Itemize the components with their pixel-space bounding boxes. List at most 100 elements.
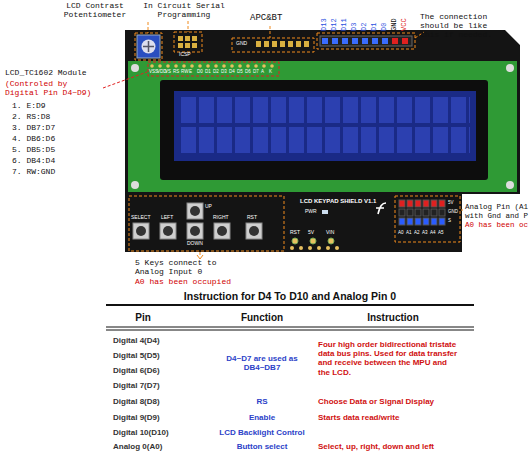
pin xyxy=(292,238,298,244)
tact-switch xyxy=(246,223,262,239)
pin xyxy=(280,41,285,47)
table-cell: Enable xyxy=(212,413,312,422)
pin xyxy=(185,43,190,48)
pad xyxy=(222,64,226,68)
lcd-header-pads xyxy=(150,64,274,68)
annotation: 4. DB6:D6 xyxy=(12,134,55,143)
pin xyxy=(288,41,293,47)
pin-label: A2 xyxy=(414,230,420,235)
pin-label: E xyxy=(189,69,192,74)
pad xyxy=(238,64,242,68)
pin-label: VSS xyxy=(149,69,158,74)
pin-label: K xyxy=(269,69,272,74)
pin-label: D0 xyxy=(380,23,388,31)
table-cell: LCD Backlight Control xyxy=(212,428,312,437)
table-cell: Analog 0(A0) xyxy=(113,442,162,451)
annotation: APC&BT xyxy=(250,13,282,23)
annotation: A0 has been occupied xyxy=(135,277,231,286)
pad xyxy=(198,64,202,68)
table-title: Instruction for D4 To D10 and Analog Pin… xyxy=(100,290,480,302)
annotation: 1. E:D9 xyxy=(12,101,46,110)
pad xyxy=(158,64,162,68)
annotation: 5 Keys connect to Analog Input 0 xyxy=(135,258,225,276)
header-pin xyxy=(399,209,405,216)
pin xyxy=(317,246,321,250)
pin-label: ICSP xyxy=(179,52,191,58)
table-cell: Choose Data or Signal Display xyxy=(318,397,434,406)
pin-label: A5 xyxy=(438,230,444,235)
table-rules xyxy=(106,305,474,330)
annotation: 2. RS:D8 xyxy=(12,112,50,121)
pin-label: D7 xyxy=(253,69,259,74)
pin xyxy=(264,41,269,47)
annotation: LCD_TC1602 Module xyxy=(5,68,87,77)
pin-label: GND xyxy=(390,18,398,31)
pin xyxy=(310,238,316,244)
power-header xyxy=(290,238,339,250)
pin xyxy=(192,36,197,41)
pin-label: D2 xyxy=(360,23,368,31)
table-cell: Digital 5(D5) xyxy=(113,351,160,360)
pin-label: D2 xyxy=(213,69,219,74)
switch-cap xyxy=(190,206,200,216)
annotation: 7. RW:GND xyxy=(12,167,55,176)
annotation: 5. DB5:D5 xyxy=(12,145,55,154)
header-pin xyxy=(415,209,421,216)
pin-label: DOWN xyxy=(187,241,203,247)
pin-label: D1 xyxy=(370,23,378,31)
table-cell: Digital 7(D7) xyxy=(113,381,160,390)
pin xyxy=(272,41,277,47)
table-cell: RS xyxy=(212,397,312,406)
pin-label: LEFT xyxy=(161,215,173,221)
pin-label: 5V xyxy=(308,230,314,236)
header-pin xyxy=(431,200,437,207)
pin-label: D0 xyxy=(197,69,203,74)
header-pin xyxy=(431,209,437,216)
pin xyxy=(372,38,378,44)
pin-label: A xyxy=(261,69,264,74)
lcd-screen xyxy=(174,91,476,161)
lcd-frame xyxy=(160,80,488,180)
annotation: 6. DB4:D4 xyxy=(12,156,55,165)
table-cell: Select, up, right, down and left xyxy=(318,442,434,451)
potentiometer xyxy=(137,35,160,58)
pin xyxy=(185,36,190,41)
tact-switch xyxy=(160,223,176,239)
header-pin xyxy=(407,209,413,216)
tact-switch xyxy=(187,203,203,219)
pad xyxy=(190,64,194,68)
pin xyxy=(402,38,408,44)
table-cell: Pin xyxy=(108,312,178,324)
header-pin xyxy=(423,218,429,225)
pin-label: D5 xyxy=(237,69,243,74)
pin-label: A1 xyxy=(406,230,412,235)
annotation: (Controled by Digital Pin D4~D9) xyxy=(5,79,105,97)
apc-header xyxy=(256,41,309,47)
table-cell: Digital 4(D4) xyxy=(113,336,160,345)
switch-cap xyxy=(136,226,146,236)
header-pin xyxy=(431,218,437,225)
pin-label: UP xyxy=(205,204,212,210)
tact-switch xyxy=(187,223,203,239)
pin xyxy=(308,246,312,250)
annotation: A0 has been oc xyxy=(464,221,529,230)
header-pin xyxy=(407,200,413,207)
pad xyxy=(214,64,218,68)
pin-label: D13 xyxy=(320,18,328,31)
tact-switch xyxy=(214,223,230,239)
pin xyxy=(192,43,197,48)
pin xyxy=(352,38,358,44)
pad xyxy=(254,64,258,68)
annotation: The connection should be like this if ne… xyxy=(420,12,504,40)
table-cell: Digital 10(D10) xyxy=(113,428,169,437)
dfrobot-logo xyxy=(376,203,386,214)
header-pin xyxy=(407,218,413,225)
header-pin xyxy=(423,200,429,207)
annotation: with Gnd and P xyxy=(464,212,529,221)
table-cell: D4~D7 are used as DB4~DB7 xyxy=(212,354,312,372)
pad xyxy=(182,64,186,68)
table-cell: Starts data read/write xyxy=(318,413,399,422)
table-cell: Digital 8(D8) xyxy=(113,397,160,406)
pin-label: RW xyxy=(181,69,188,74)
switch-cap xyxy=(163,226,173,236)
